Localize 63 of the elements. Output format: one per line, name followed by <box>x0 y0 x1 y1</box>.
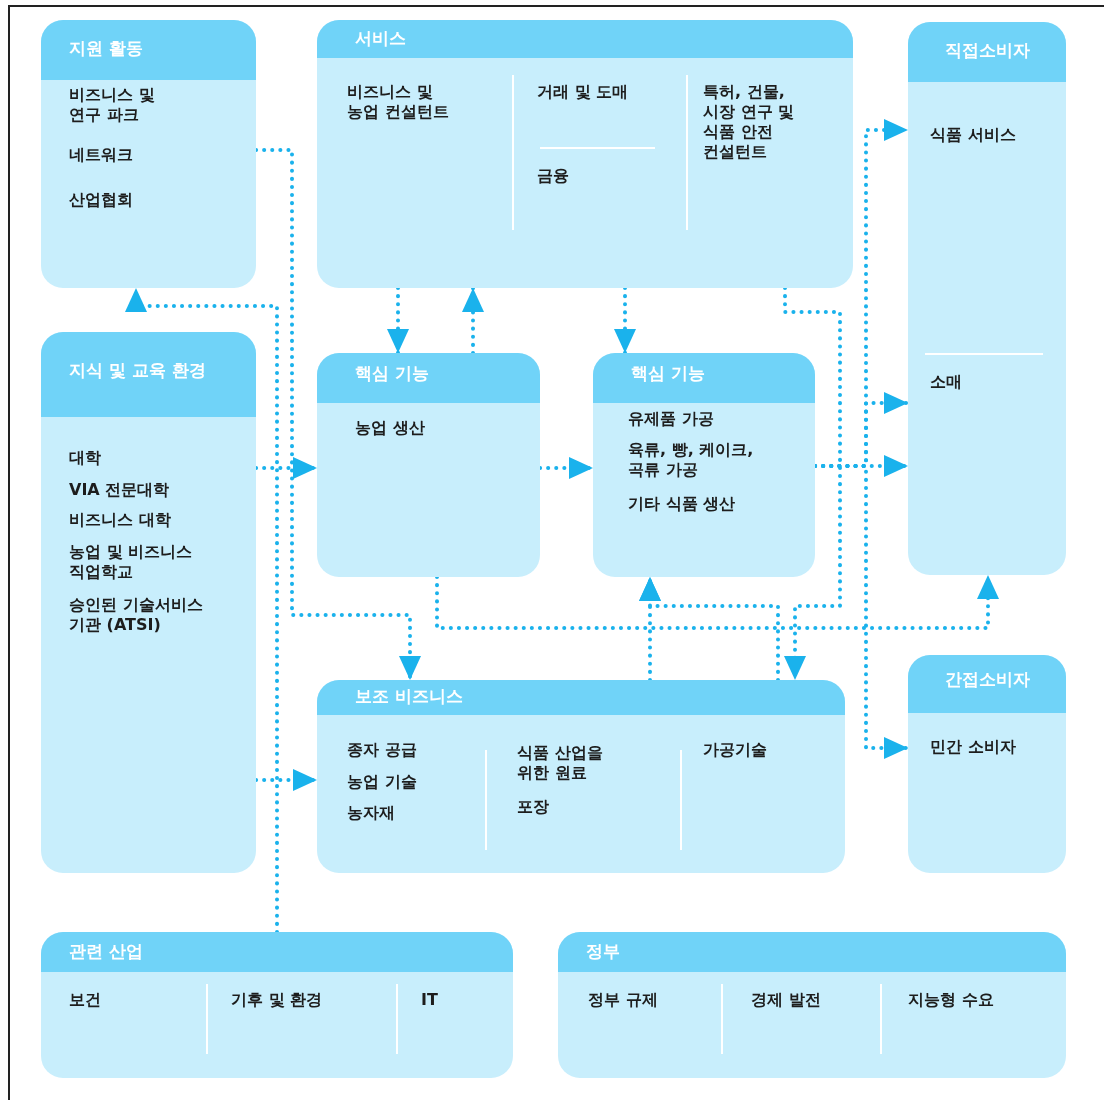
arrow <box>639 575 780 682</box>
box-heading: 지원 활동 <box>69 38 144 58</box>
item-text: 보건 <box>69 990 102 1010</box>
group-box <box>317 680 845 873</box>
arrow <box>614 286 636 355</box>
item-text: 소매 <box>930 372 963 392</box>
item-text: 유제품 가공 <box>628 409 715 429</box>
arrow <box>538 457 595 479</box>
item-text: 기후 및 환경 <box>231 990 324 1010</box>
item-text: VIA 전문대학 <box>69 480 171 500</box>
item-text: 기타 식품 생산 <box>628 494 737 514</box>
item-text: 비즈니스 대학 <box>69 510 172 530</box>
item-text: 거래 및 도매 <box>537 82 630 102</box>
arrow <box>254 457 319 479</box>
item-text: 농업 생산 <box>355 418 426 438</box>
arrow <box>462 286 484 355</box>
group-box <box>908 22 1066 575</box>
item-text: 종자 공급 <box>347 740 418 760</box>
item-text: 네트워크 <box>69 145 134 165</box>
item-text: IT <box>421 990 439 1010</box>
arrow <box>387 286 409 355</box>
box-heading: 정부 <box>586 941 621 961</box>
item-text: 지능형 수요 <box>908 990 995 1010</box>
group-box <box>558 932 1066 1078</box>
box-heading: 서비스 <box>355 28 407 48</box>
item-text: 산업협회 <box>69 190 134 210</box>
group-box <box>41 20 256 288</box>
box-heading: 보조 비즈니스 <box>355 686 464 706</box>
item-text: 농업 및 비즈니스 직업학교 <box>69 542 194 582</box>
item-text: 비즈니스 및 연구 파크 <box>69 85 156 125</box>
item-text: 경제 발전 <box>751 990 822 1010</box>
item-text: 농업 기술 <box>347 772 418 792</box>
item-text: 식품 서비스 <box>930 125 1017 145</box>
group-box <box>41 332 256 873</box>
item-text: 비즈니스 및 농업 컨설턴트 <box>347 82 450 122</box>
box-heading: 관련 산업 <box>69 941 144 961</box>
item-text: 특허, 건물, 시장 연구 및 식품 안전 컨설턴트 <box>703 82 796 162</box>
box-heading: 핵심 기능 <box>355 363 430 383</box>
group-box <box>908 655 1066 873</box>
arrow <box>813 464 910 759</box>
arrow <box>254 148 421 682</box>
item-text: 가공기술 <box>703 740 768 760</box>
box-heading: 간접소비자 <box>943 669 1031 689</box>
box-heading: 핵심 기능 <box>631 363 706 383</box>
item-text: 농자재 <box>347 803 396 823</box>
item-text: 포장 <box>517 797 550 817</box>
group-box <box>593 353 815 577</box>
group-box <box>41 932 513 1078</box>
item-text: 승인된 기술서비스 기관 (ATSI) <box>69 595 204 635</box>
group-box <box>317 20 853 288</box>
group-box <box>317 353 540 577</box>
box-heading: 지식 및 교육 환경 <box>69 360 207 380</box>
item-text: 식품 산업을 위한 원료 <box>517 743 604 783</box>
arrow <box>783 286 842 682</box>
arrow <box>125 286 279 934</box>
item-text: 정부 규제 <box>588 990 659 1010</box>
item-text: 민간 소비자 <box>930 737 1017 757</box>
item-text: 금융 <box>537 166 570 186</box>
arrow <box>435 573 999 630</box>
item-text: 대학 <box>69 448 102 468</box>
item-text: 육류, 빵, 케이크, 곡류 가공 <box>628 440 755 480</box>
box-heading: 직접소비자 <box>943 40 1031 60</box>
arrow <box>254 769 319 791</box>
